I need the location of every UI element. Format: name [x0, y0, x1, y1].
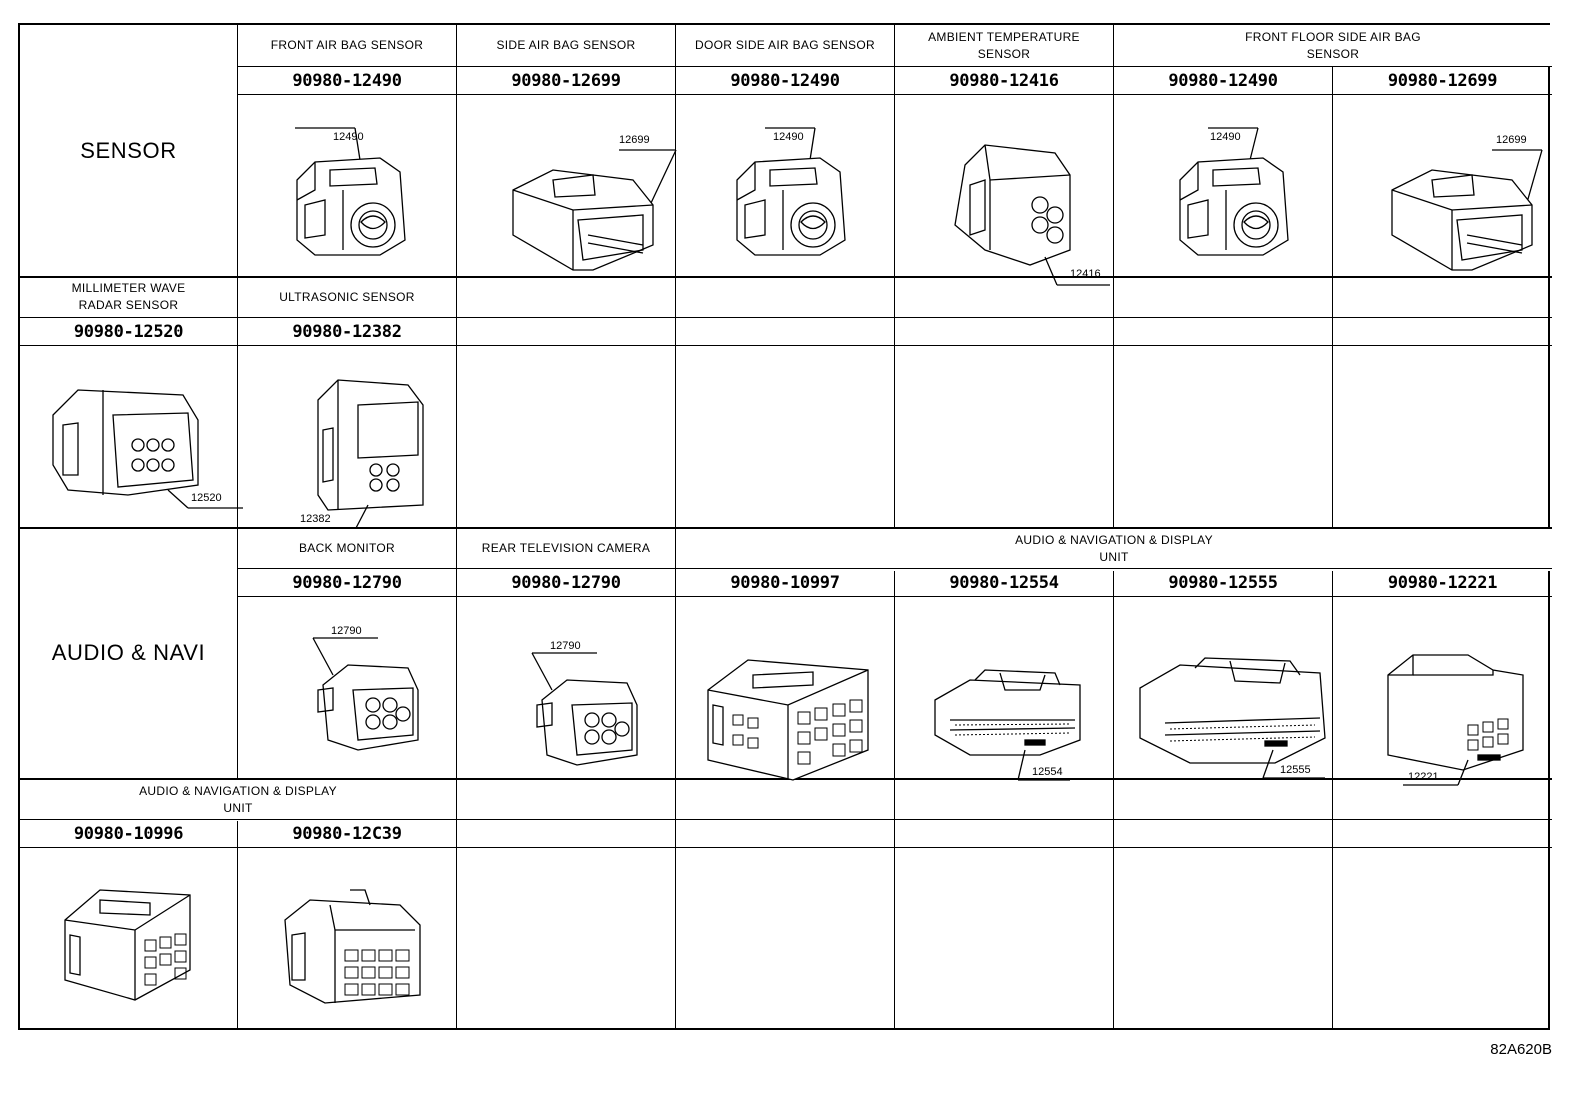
label-ultrasonic-sensor: ULTRASONIC SENSOR	[279, 289, 415, 304]
grid-row-2	[20, 276, 1552, 278]
part-number: 90980-12416	[949, 70, 1059, 91]
part-number: 90980-12790	[511, 572, 621, 593]
connector-10997-illustration	[703, 650, 873, 795]
part-number: 90980-12221	[1387, 572, 1498, 593]
grid-row-3b	[237, 596, 1552, 597]
grid-col-4	[894, 25, 895, 1028]
connector-12520-illustration: 12520	[48, 375, 243, 525]
grid-row-1a	[237, 66, 1552, 67]
label-audio-navigation-display-unit-2: AUDIO & NAVIGATION & DISPLAY UNIT	[139, 783, 337, 815]
callout: 12699	[1496, 134, 1527, 146]
part-number: 90980-10997	[730, 572, 840, 593]
connector-chart: SENSOR AUDIO & NAVI FRONT AIR BAG SENSOR…	[18, 23, 1552, 1030]
part-number: 90980-12520	[73, 321, 184, 342]
connector-12490-illustration: 12490	[285, 110, 415, 275]
connector-12382-illustration: 12382	[298, 370, 438, 529]
callout: 12382	[300, 513, 331, 525]
callout: 12554	[1032, 766, 1063, 778]
grid-row-3	[20, 527, 1552, 529]
part-number: 90980-12490	[292, 70, 402, 91]
grid-col-6	[1332, 25, 1333, 1028]
part-number: 90980-12555	[1168, 572, 1278, 593]
grid-row-2b	[20, 345, 1552, 346]
connector-12221-illustration: 12221	[1383, 650, 1533, 795]
connector-12490-illustration: 12490	[725, 110, 855, 275]
callout: 12520	[191, 492, 222, 504]
connector-12555-illustration: 12555	[1135, 653, 1335, 798]
grid-col-2	[456, 25, 457, 1028]
connector-12790-illustration: 12790	[298, 610, 448, 765]
grid-row-4a	[20, 819, 1552, 820]
callout: 12490	[1210, 131, 1241, 143]
grid-col-3	[675, 25, 676, 1028]
diagram-code: 82A620B	[1490, 1041, 1552, 1058]
connector-12699-illustration: 12699	[493, 125, 677, 280]
part-number: 90980-12C39	[292, 823, 402, 844]
span-mask-audio	[676, 529, 1552, 571]
connector-12416-illustration: 12416	[945, 135, 1115, 300]
label-rear-television-camera: REAR TELEVISION CAMERA	[481, 541, 651, 555]
label-millimeter-wave-radar-sensor: MILLIMETER WAVE RADAR SENSOR	[71, 281, 186, 312]
grid-row-3a	[237, 568, 1552, 569]
part-number: 90980-12699	[511, 70, 621, 91]
category-mask-sensor	[20, 25, 237, 276]
callout: 12221	[1408, 771, 1439, 783]
label-side-air-bag-sensor: SIDE AIR BAG SENSOR	[496, 38, 636, 52]
callout: 12790	[331, 625, 362, 637]
grid-row-4b	[20, 847, 1552, 848]
callout: 12490	[773, 131, 804, 143]
connector-12c39-illustration	[280, 885, 440, 1020]
section-sensor: SENSOR	[80, 137, 177, 163]
callout: 12790	[550, 640, 581, 652]
part-number: 90980-12699	[1387, 70, 1498, 91]
callout: 12416	[1070, 268, 1101, 280]
part-number: 90980-12554	[949, 572, 1059, 593]
span-mask-floor	[1114, 25, 1552, 67]
connector-10996-illustration	[60, 885, 220, 1020]
span-mask-audio2	[20, 779, 456, 821]
callout: 12699	[619, 134, 650, 146]
label-ambient-temperature-sensor: AMBIENT TEMPERATURE SENSOR	[928, 29, 1080, 61]
label-back-monitor: BACK MONITOR	[298, 541, 396, 555]
part-number: 90980-12490	[730, 70, 840, 91]
part-number: 90980-12490	[1168, 70, 1278, 91]
part-number: 90980-12382	[292, 321, 402, 342]
label-audio-navigation-display-unit: AUDIO & NAVIGATION & DISPLAY UNIT	[1015, 532, 1213, 564]
label-front-floor-side-air-bag-sensor: FRONT FLOOR SIDE AIR BAG SENSOR	[1245, 29, 1421, 61]
callout: 12490	[333, 131, 364, 143]
grid-row-1b	[237, 94, 1552, 95]
connector-12554-illustration: 12554	[930, 665, 1090, 800]
category-mask-audio	[20, 529, 237, 779]
label-front-air-bag-sensor: FRONT AIR BAG SENSOR	[270, 38, 424, 52]
connector-12790-illustration: 12790	[517, 625, 667, 780]
part-number: 90980-12790	[292, 572, 402, 593]
callout: 12555	[1280, 764, 1311, 776]
part-number: 90980-10996	[73, 823, 184, 844]
section-audio-navi: AUDIO & NAVI	[51, 640, 206, 665]
connector-12699-illustration: 12699	[1372, 125, 1552, 280]
grid-col-1	[237, 25, 238, 1028]
connector-12490-illustration: 12490	[1168, 110, 1298, 275]
grid-row-2a	[20, 317, 1552, 318]
grid-col-5	[1113, 25, 1114, 1028]
label-door-side-air-bag-sensor: DOOR SIDE AIR BAG SENSOR	[695, 38, 875, 52]
